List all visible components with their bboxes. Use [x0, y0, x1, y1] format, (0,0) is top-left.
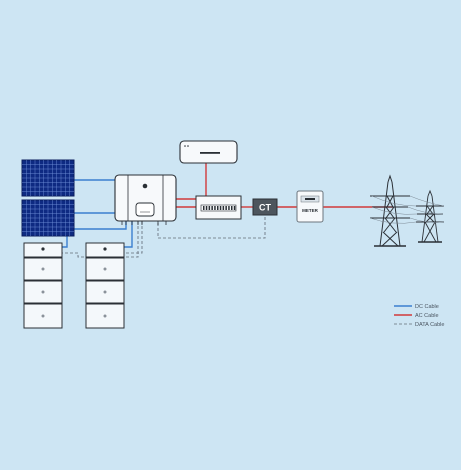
battery-stack-2	[85, 242, 125, 329]
power-icon	[103, 247, 107, 251]
data-cable-battery-2	[124, 221, 143, 254]
data-cables	[62, 217, 266, 258]
data-cable-ct	[157, 217, 266, 239]
ct-label: CT	[259, 203, 271, 213]
transmission-tower-2	[416, 189, 444, 243]
legend-label-data: DATA Cable	[415, 322, 444, 328]
transmission-tower-1	[370, 174, 410, 247]
legend-label-dc: DC Cable	[415, 304, 439, 310]
battery-stack-1	[23, 242, 63, 329]
air-conditioner	[179, 140, 238, 164]
meter-label: METER	[302, 208, 319, 213]
breaker-row	[203, 206, 236, 210]
dc-cable-battery-2	[124, 221, 133, 248]
current-transformer: CT	[252, 198, 278, 216]
inverter-display	[135, 202, 155, 217]
data-cable-battery-1	[62, 221, 139, 258]
solar-panel-2	[21, 199, 75, 237]
logo-icon	[142, 183, 148, 189]
distribution-panel	[195, 195, 242, 220]
legend-label-ac: AC Cable	[415, 313, 439, 319]
electricity-meter: METER	[296, 190, 324, 223]
power-lines	[369, 195, 445, 224]
ac-cable-load	[176, 163, 207, 200]
solar-panel-1	[21, 159, 75, 197]
hybrid-inverter	[114, 174, 177, 225]
legend: DC Cable AC Cable DATA Cable	[394, 304, 444, 328]
power-icon	[41, 247, 45, 251]
